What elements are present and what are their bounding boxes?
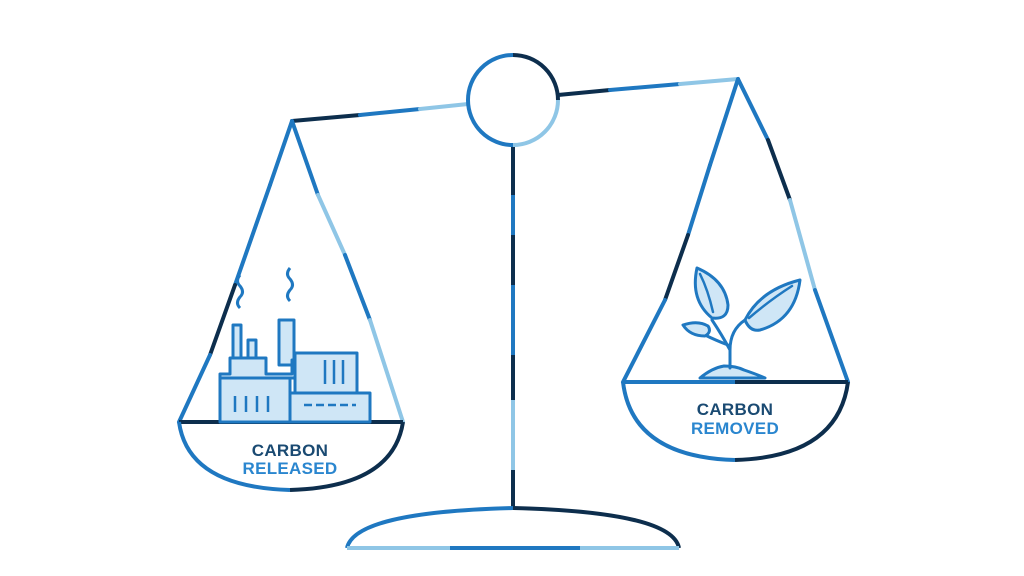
right-pan <box>621 380 850 462</box>
sprout-icon <box>681 266 802 380</box>
factory-icon <box>218 267 372 424</box>
right-pan-strings <box>621 77 850 384</box>
left-pan-strings <box>177 119 405 424</box>
left-pan-label-line1: CARBON <box>252 441 328 460</box>
left-pan-label-line2: RELEASED <box>243 459 338 478</box>
right-pan-label-line1: CARBON <box>697 400 773 419</box>
right-pan-label-line2: REMOVED <box>691 419 779 438</box>
pivot-circle <box>466 53 560 147</box>
scale-base <box>345 506 681 550</box>
scale-beam <box>290 77 740 123</box>
